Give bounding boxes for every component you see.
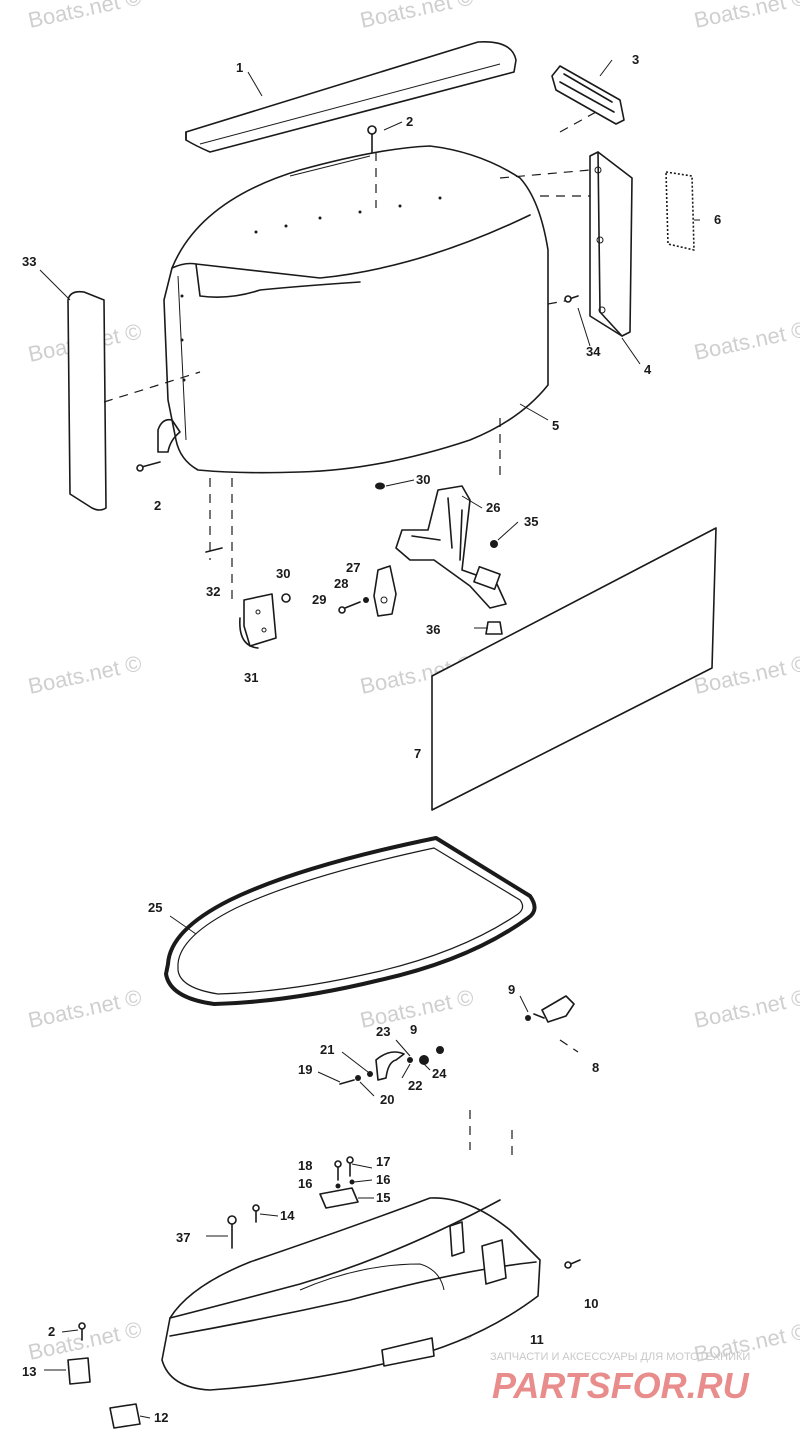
- leader-lines: [39, 59, 700, 1419]
- label-9: 9: [410, 1022, 417, 1037]
- part-22-washer[interactable]: [407, 1057, 413, 1063]
- label-16: 16: [298, 1176, 312, 1191]
- label-6: 6: [714, 212, 721, 227]
- part-29-screw[interactable]: [338, 601, 361, 614]
- label-25: 25: [148, 900, 162, 915]
- part-7-sheet[interactable]: [431, 527, 717, 811]
- part-24-nut[interactable]: [419, 1055, 429, 1065]
- label-14: 14: [280, 1208, 295, 1223]
- watermark: Boats.net ©: [692, 316, 800, 364]
- part-12-grommet[interactable]: [109, 1403, 141, 1429]
- part-23-hook[interactable]: [375, 1051, 405, 1081]
- part-25-seal[interactable]: [164, 836, 537, 1006]
- label-2: 2: [48, 1324, 55, 1339]
- part-2-screw-bottom[interactable]: [78, 1322, 86, 1341]
- label-15: 15: [376, 1190, 390, 1205]
- label-4: 4: [644, 362, 652, 377]
- watermark: Boats.net ©: [26, 0, 144, 33]
- part-9-washer[interactable]: [436, 1046, 444, 1054]
- label-9: 9: [508, 982, 515, 997]
- label-20: 20: [380, 1092, 394, 1107]
- label-8: 8: [592, 1060, 599, 1075]
- label-21: 21: [320, 1042, 334, 1057]
- label-24: 24: [432, 1066, 447, 1081]
- part-34-screw[interactable]: [564, 295, 579, 303]
- label-34: 34: [586, 344, 601, 359]
- label-12: 12: [154, 1410, 168, 1425]
- part-30-grommet-top[interactable]: [375, 482, 385, 490]
- label-35: 35: [524, 514, 538, 529]
- label-3: 3: [632, 52, 639, 67]
- label-22: 22: [408, 1078, 422, 1093]
- label-17: 17: [376, 1154, 390, 1169]
- label-23: 23: [376, 1024, 390, 1039]
- part-20-21-spacers[interactable]: [355, 1071, 373, 1081]
- part-5-upper-cowl[interactable]: [157, 145, 549, 474]
- label-33: 33: [22, 254, 36, 269]
- part-28-washer[interactable]: [363, 597, 369, 603]
- logo-brand: PARTSFOR.RU: [492, 1365, 750, 1406]
- part-31-bracket[interactable]: [239, 593, 277, 649]
- part-32-pin[interactable]: [205, 547, 223, 553]
- label-30: 30: [276, 566, 290, 581]
- watermark: Boats.net ©: [358, 0, 476, 33]
- part-26-bracket[interactable]: [395, 485, 507, 609]
- part-8-latch-lever[interactable]: [525, 995, 575, 1023]
- label-28: 28: [334, 576, 348, 591]
- label-31: 31: [244, 670, 258, 685]
- part-11-lower-cowl[interactable]: [161, 1197, 541, 1391]
- label-2: 2: [154, 498, 161, 513]
- label-11: 11: [530, 1332, 544, 1347]
- logo-tagline: ЗАПЧАСТИ И АКСЕССУАРЫ ДЛЯ МОТОТЕХНИКИ: [490, 1351, 750, 1363]
- label-27: 27: [346, 560, 360, 575]
- part-36-grommet[interactable]: [485, 621, 503, 635]
- part-16-washers[interactable]: [335, 1179, 355, 1189]
- part-17-screw[interactable]: [346, 1156, 354, 1177]
- label-26: 26: [486, 500, 500, 515]
- part-3-latch-bracket[interactable]: [551, 65, 625, 125]
- watermark: Boats.net ©: [692, 0, 800, 33]
- part-2-screw-top[interactable]: [367, 125, 377, 153]
- part-30-nut-left[interactable]: [281, 593, 291, 603]
- watermark: Boats.net ©: [692, 984, 800, 1032]
- part-37-bolt[interactable]: [227, 1215, 237, 1249]
- part-labels: 1 2 3 6 33 34 4 5 2 30 26 35 30 27 28 29…: [22, 52, 721, 1425]
- label-37: 37: [176, 1230, 190, 1245]
- label-19: 19: [298, 1062, 312, 1077]
- part-2-screw-left[interactable]: [136, 461, 161, 472]
- label-18: 18: [298, 1158, 312, 1173]
- part-15-plate[interactable]: [319, 1187, 359, 1209]
- part-18-screw[interactable]: [334, 1160, 342, 1181]
- label-32: 32: [206, 584, 220, 599]
- part-19-screw[interactable]: [339, 1079, 355, 1085]
- part-4-side-rail[interactable]: [589, 151, 633, 337]
- label-36: 36: [426, 622, 440, 637]
- label-29: 29: [312, 592, 326, 607]
- label-10: 10: [584, 1296, 598, 1311]
- label-7: 7: [414, 746, 421, 761]
- part-10-screw[interactable]: [564, 1259, 581, 1269]
- label-2: 2: [406, 114, 413, 129]
- part-14-screw[interactable]: [252, 1204, 260, 1223]
- part-35-nut[interactable]: [490, 540, 498, 548]
- label-30: 30: [416, 472, 430, 487]
- label-16: 16: [376, 1172, 390, 1187]
- partsfor-logo: ЗАПЧАСТИ И АКСЕССУАРЫ ДЛЯ МОТОТЕХНИКИ PA…: [490, 1351, 750, 1406]
- watermark: Boats.net ©: [26, 650, 144, 698]
- label-13: 13: [22, 1364, 36, 1379]
- label-1: 1: [236, 60, 243, 75]
- part-33-side-panel[interactable]: [67, 290, 107, 511]
- part-13-clip[interactable]: [67, 1357, 91, 1385]
- part-27-latch[interactable]: [373, 565, 397, 617]
- watermark: Boats.net ©: [26, 984, 144, 1032]
- part-6-decal[interactable]: [665, 171, 695, 251]
- part-1-top-trim[interactable]: [185, 41, 517, 153]
- label-5: 5: [552, 418, 559, 433]
